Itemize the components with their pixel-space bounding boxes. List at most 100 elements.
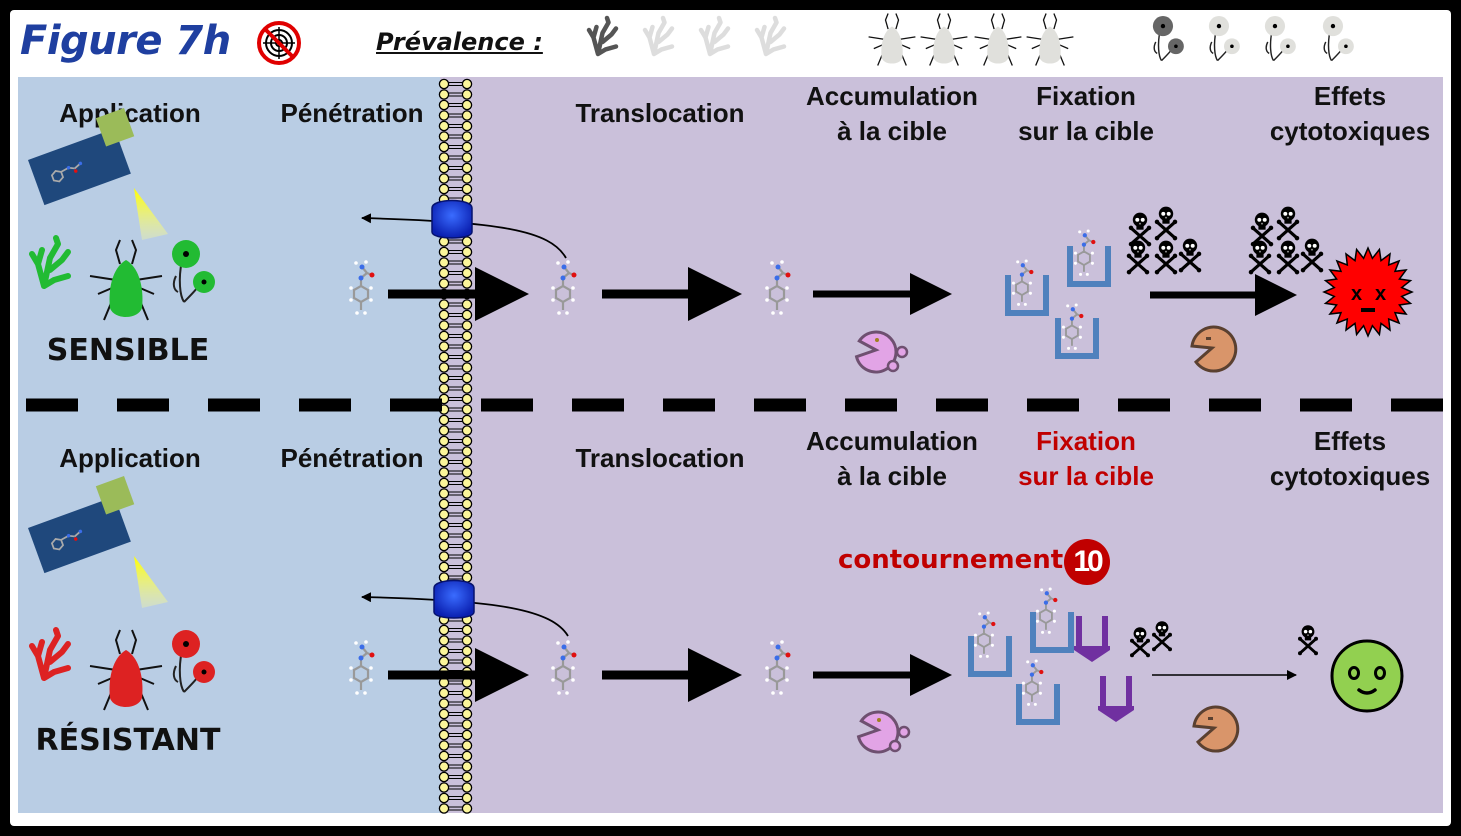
skull-icon — [1153, 239, 1179, 276]
toxicity-skulls-before — [1125, 205, 1203, 276]
molecule-icon — [1034, 586, 1059, 635]
lipid-head — [438, 78, 450, 90]
lipid-head — [461, 635, 473, 646]
lipid-head — [438, 341, 450, 352]
lipid-head — [461, 267, 473, 279]
lipid-head — [461, 372, 473, 384]
molecule-icon — [764, 639, 792, 696]
prevalence-weeds — [589, 18, 784, 54]
stage-application-sensible: Application — [59, 98, 201, 128]
molecule-icon — [764, 259, 792, 316]
molecule-icon — [550, 259, 578, 316]
lipid-head — [438, 530, 450, 541]
lipid-head — [461, 257, 473, 268]
efflux-arrow — [361, 213, 567, 259]
lipid-head — [438, 635, 450, 646]
toxicity-skulls-before — [1128, 619, 1174, 659]
weed-icon — [757, 18, 784, 54]
transporter-icon — [431, 199, 473, 239]
lipid-head — [461, 351, 473, 363]
lipid-head — [461, 645, 473, 657]
lipid-head — [438, 320, 450, 331]
stage-translocation-resistant: Translocation — [575, 443, 745, 473]
lipid-head — [438, 509, 450, 520]
prevalence-poppies — [1152, 15, 1355, 62]
lipid-head — [461, 120, 473, 132]
skull-icon — [1177, 237, 1203, 274]
metabolizing-enzyme-icon — [854, 707, 911, 757]
extracellular-panel — [18, 77, 440, 813]
lipid-head — [461, 656, 473, 667]
stage-penetration-resistant: Pénétration — [280, 443, 424, 473]
lipid-head — [461, 362, 473, 373]
weed-icon — [589, 18, 616, 54]
skull-icon — [1296, 623, 1320, 657]
lipid-head — [438, 162, 450, 174]
lipid-head — [438, 477, 450, 489]
lipid-head — [461, 519, 473, 531]
lipid-head — [438, 330, 450, 342]
lipid-head — [438, 141, 450, 153]
lipid-head — [461, 341, 473, 352]
dead-cell-icon: x x — [1322, 246, 1414, 338]
transporter-icon — [433, 579, 475, 619]
lipid-head — [438, 729, 450, 741]
lipid-head — [461, 131, 473, 142]
lipid-head — [438, 561, 450, 573]
lipid-head — [461, 183, 473, 195]
lipid-head — [461, 78, 473, 90]
lipid-head — [438, 257, 450, 268]
aphid-icon — [973, 12, 1023, 67]
lipid-head — [461, 509, 473, 520]
cell-membrane — [438, 77, 473, 814]
lipid-head — [438, 551, 450, 562]
lipid-head — [438, 761, 450, 772]
lipid-head — [461, 425, 473, 436]
molecule-icon — [972, 610, 997, 659]
metabolizing-enzyme-icon — [1192, 705, 1240, 753]
lipid-head — [461, 488, 473, 499]
lipid-head — [438, 425, 450, 436]
aphid-icon — [89, 629, 163, 711]
aphid-icon — [919, 12, 969, 67]
lipid-head — [438, 383, 450, 394]
lipid-head — [438, 803, 450, 814]
lipid-head — [461, 782, 473, 793]
lipid-head — [461, 803, 473, 814]
lipid-head — [461, 383, 473, 394]
lipid-head — [438, 645, 450, 657]
lipid-head — [438, 120, 450, 132]
lipid-head — [461, 498, 473, 510]
molecule-icon — [550, 639, 578, 696]
lipid-head — [461, 561, 473, 573]
lipid-head — [461, 446, 473, 457]
lipid-head — [438, 278, 450, 289]
molecule-icon — [1072, 228, 1097, 277]
lipid-head — [438, 456, 450, 468]
lipid-head — [438, 624, 450, 636]
poppy-icon — [1152, 15, 1185, 62]
lipid-head — [438, 372, 450, 384]
alive-cell-icon — [1330, 639, 1404, 713]
molecule-icon — [1020, 658, 1045, 707]
lipid-head — [461, 698, 473, 709]
lipid-head — [461, 624, 473, 636]
skull-icon — [1299, 237, 1325, 274]
target-sites — [1008, 228, 1108, 356]
lipid-head — [438, 719, 450, 730]
aphid-icon — [867, 12, 917, 67]
lipid-head — [461, 320, 473, 331]
skull-icon — [1150, 619, 1174, 653]
lipid-head — [438, 708, 450, 720]
lipid-head — [438, 698, 450, 709]
no-target-icon — [257, 21, 301, 65]
lipid-head — [461, 330, 473, 342]
weed-icon — [32, 238, 68, 286]
lipid-head — [461, 750, 473, 762]
lipid-head — [461, 414, 473, 426]
lipid-head — [461, 152, 473, 163]
molecule-icon — [348, 639, 376, 696]
mechanism-number-badge: 10 — [1064, 539, 1110, 585]
